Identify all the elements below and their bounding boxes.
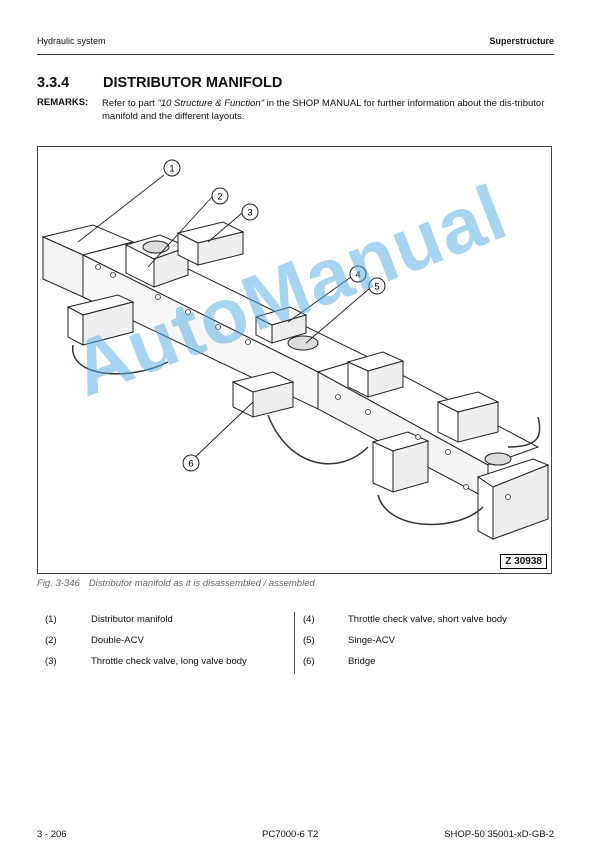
legend-label: Distributor manifold bbox=[91, 614, 173, 625]
callout-6: 6 bbox=[182, 454, 200, 472]
legend-label: Bridge bbox=[348, 656, 376, 667]
legend-label: Throttle check valve, short valve body bbox=[348, 614, 507, 625]
callout-3: 3 bbox=[241, 203, 259, 221]
callout-5: 5 bbox=[368, 277, 386, 295]
section-number: 3.3.4 bbox=[37, 75, 70, 91]
figure-caption-label: Fig. 3-346 bbox=[37, 578, 80, 589]
legend-num: (3) bbox=[45, 656, 57, 667]
callout-6-label: 6 bbox=[188, 459, 193, 470]
legend-num: (1) bbox=[45, 614, 57, 625]
legend-num: (5) bbox=[303, 635, 315, 646]
legend-num: (2) bbox=[45, 635, 57, 646]
section-title: DISTRIBUTOR MANIFOLD bbox=[103, 75, 283, 91]
figure-caption: Fig. 3-346 Distributor manifold as it is … bbox=[37, 578, 315, 589]
callout-4: 4 bbox=[349, 265, 367, 283]
distributor-manifold-illustration: 1 2 3 4 5 6 bbox=[41, 159, 550, 540]
remarks-text-before: Refer to part bbox=[102, 98, 158, 109]
callout-2: 2 bbox=[211, 187, 229, 205]
callout-1: 1 bbox=[163, 159, 181, 177]
page-number: 3 - 206 bbox=[37, 829, 67, 840]
legend-label: Singe-ACV bbox=[348, 635, 395, 646]
remarks-reference: "10 Structure & Function" bbox=[157, 98, 264, 109]
legend-num: (6) bbox=[303, 656, 315, 667]
remarks-text: Refer to part "10 Structure & Function" … bbox=[102, 97, 554, 123]
legend-label: Double-ACV bbox=[91, 635, 144, 646]
callout-4-label: 4 bbox=[355, 270, 360, 281]
legend-label: Throttle check valve, long valve body bbox=[91, 656, 247, 667]
legend-num: (4) bbox=[303, 614, 315, 625]
callout-2-label: 2 bbox=[217, 192, 222, 203]
header-section: Superstructure bbox=[489, 36, 554, 46]
figure-caption-text: Distributor manifold as it is disassembl… bbox=[88, 578, 315, 589]
remarks-text-after: in the SHOP MANUAL for further informati… bbox=[102, 98, 545, 122]
callout-5-label: 5 bbox=[374, 282, 379, 293]
figure-frame: 1 2 3 4 5 6 Z 30938 bbox=[37, 146, 552, 574]
remarks-label: REMARKS: bbox=[37, 97, 89, 108]
document-code: SHOP-50 35001-xD-GB-2 bbox=[444, 829, 554, 840]
header-chapter: Hydraulic system bbox=[37, 36, 106, 46]
callout-1-label: 1 bbox=[169, 164, 174, 175]
legend-divider bbox=[294, 612, 295, 674]
header-divider bbox=[37, 54, 554, 55]
machine-model: PC7000-6 T2 bbox=[262, 829, 319, 840]
callout-3-label: 3 bbox=[247, 208, 252, 219]
figure-id-label: Z 30938 bbox=[500, 554, 547, 569]
